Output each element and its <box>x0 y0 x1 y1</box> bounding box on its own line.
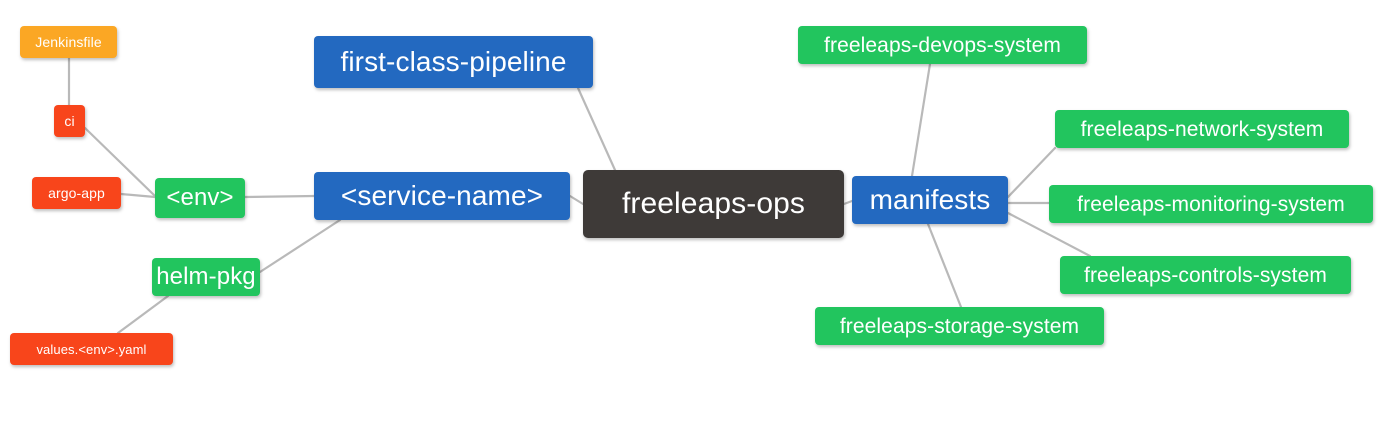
mindmap-node-argo-app[interactable]: argo-app <box>32 177 121 209</box>
edge-argo-app-to-env <box>119 192 157 199</box>
edge-manifests-to-freeleaps-network-system <box>1006 146 1057 199</box>
edge-service-name-to-freeleaps-ops <box>568 194 585 206</box>
mindmap-node-values-env-yaml[interactable]: values.<env>.yaml <box>10 333 173 365</box>
mindmap-node-freeleaps-storage-system[interactable]: freeleaps-storage-system <box>815 307 1104 345</box>
edge-manifests-to-freeleaps-storage-system <box>926 222 963 309</box>
edge-first-class-pipeline-to-freeleaps-ops <box>576 86 617 172</box>
edge-env-to-service-name <box>243 194 316 199</box>
mindmap-node-service-name[interactable]: <service-name> <box>314 172 570 220</box>
mindmap-node-first-class-pipeline[interactable]: first-class-pipeline <box>314 36 593 88</box>
mindmap-node-freeleaps-monitoring-system[interactable]: freeleaps-monitoring-system <box>1049 185 1373 223</box>
edge-service-name-to-helm-pkg <box>258 218 342 274</box>
mindmap-node-freeleaps-devops-system[interactable]: freeleaps-devops-system <box>798 26 1087 64</box>
mindmap-node-ci[interactable]: ci <box>54 105 85 137</box>
mindmap-node-freeleaps-ops[interactable]: freeleaps-ops <box>583 170 844 238</box>
mindmap-node-manifests[interactable]: manifests <box>852 176 1008 224</box>
edge-freeleaps-ops-to-manifests <box>842 199 854 206</box>
mindmap-node-helm-pkg[interactable]: helm-pkg <box>152 258 260 296</box>
mindmap-node-freeleaps-controls-system[interactable]: freeleaps-controls-system <box>1060 256 1351 294</box>
mindmap-node-freeleaps-network-system[interactable]: freeleaps-network-system <box>1055 110 1349 148</box>
mindmap-node-jenkinsfile[interactable]: Jenkinsfile <box>20 26 117 58</box>
edge-manifests-to-freeleaps-devops-system <box>910 62 932 178</box>
edge-helm-pkg-to-values-env-yaml <box>116 294 170 335</box>
mindmap-node-env[interactable]: <env> <box>155 178 245 218</box>
